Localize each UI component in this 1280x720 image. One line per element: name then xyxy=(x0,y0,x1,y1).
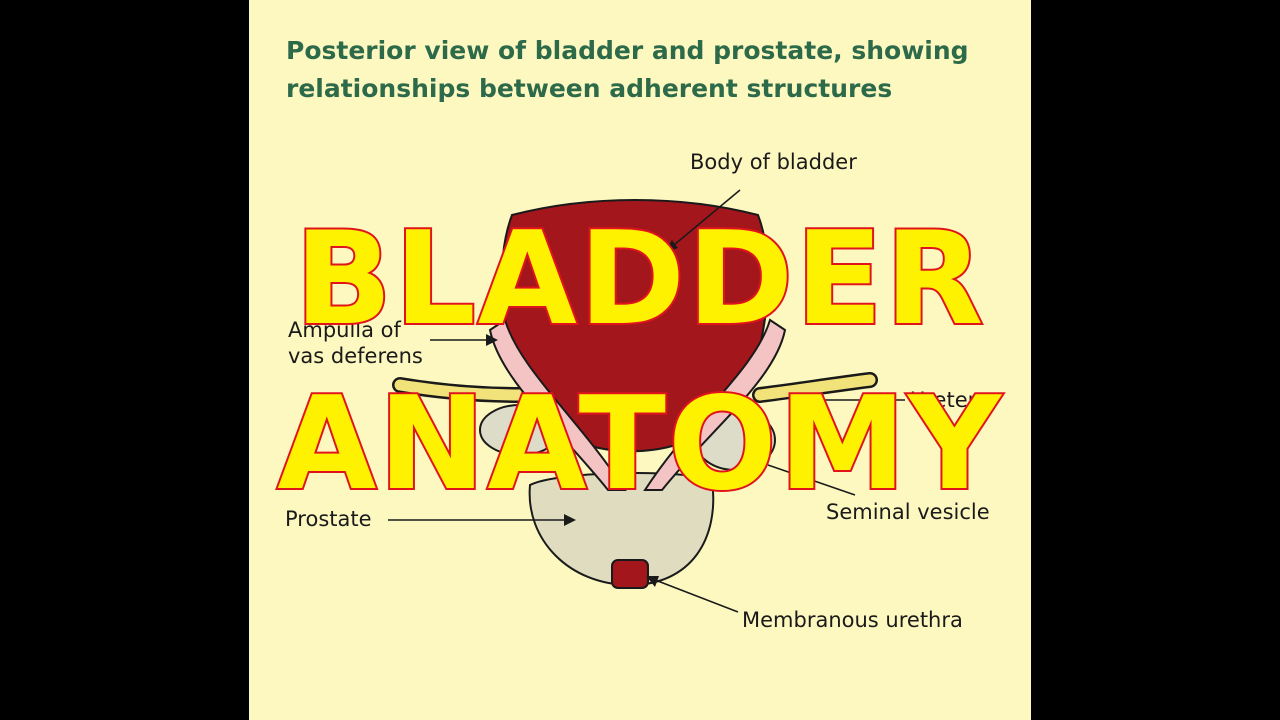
ampulla-arrowhead xyxy=(486,334,498,346)
title-line-1: Posterior view of bladder and prostate, … xyxy=(286,36,969,65)
label-membranous-urethra: Membranous urethra xyxy=(742,608,963,632)
seminal-vesicle-pointer xyxy=(767,464,856,496)
body-of-bladder-pointer xyxy=(667,189,741,251)
membranous-urethra-arrowhead xyxy=(646,576,659,587)
membranous-urethra-shape xyxy=(611,559,649,589)
label-body-of-bladder: Body of bladder xyxy=(690,150,857,174)
label-ampulla-line1: Ampulla of xyxy=(288,318,401,342)
left-vas-deferens xyxy=(488,318,627,491)
right-vas-deferens xyxy=(643,318,787,491)
right-ureter-fill xyxy=(754,374,876,401)
label-ampulla-line2: vas deferens xyxy=(288,344,423,368)
overlay-title-line-2: ANATOMY xyxy=(275,370,1003,519)
left-ureter-fill xyxy=(394,379,526,401)
prostate-arrowhead xyxy=(564,514,576,526)
membranous-urethra-pointer xyxy=(649,577,739,613)
label-ureter: Ureter xyxy=(910,388,977,412)
overlay-title-line-1: BLADDER xyxy=(293,205,986,354)
label-prostate: Prostate xyxy=(285,507,372,531)
title-line-2: relationships between adherent structure… xyxy=(286,74,893,103)
diagram-title: Posterior view of bladder and prostate, … xyxy=(286,32,986,108)
label-seminal-vesicle: Seminal vesicle xyxy=(826,500,990,524)
prostate-shape xyxy=(528,472,715,587)
body-of-bladder-arrowhead xyxy=(664,240,678,253)
